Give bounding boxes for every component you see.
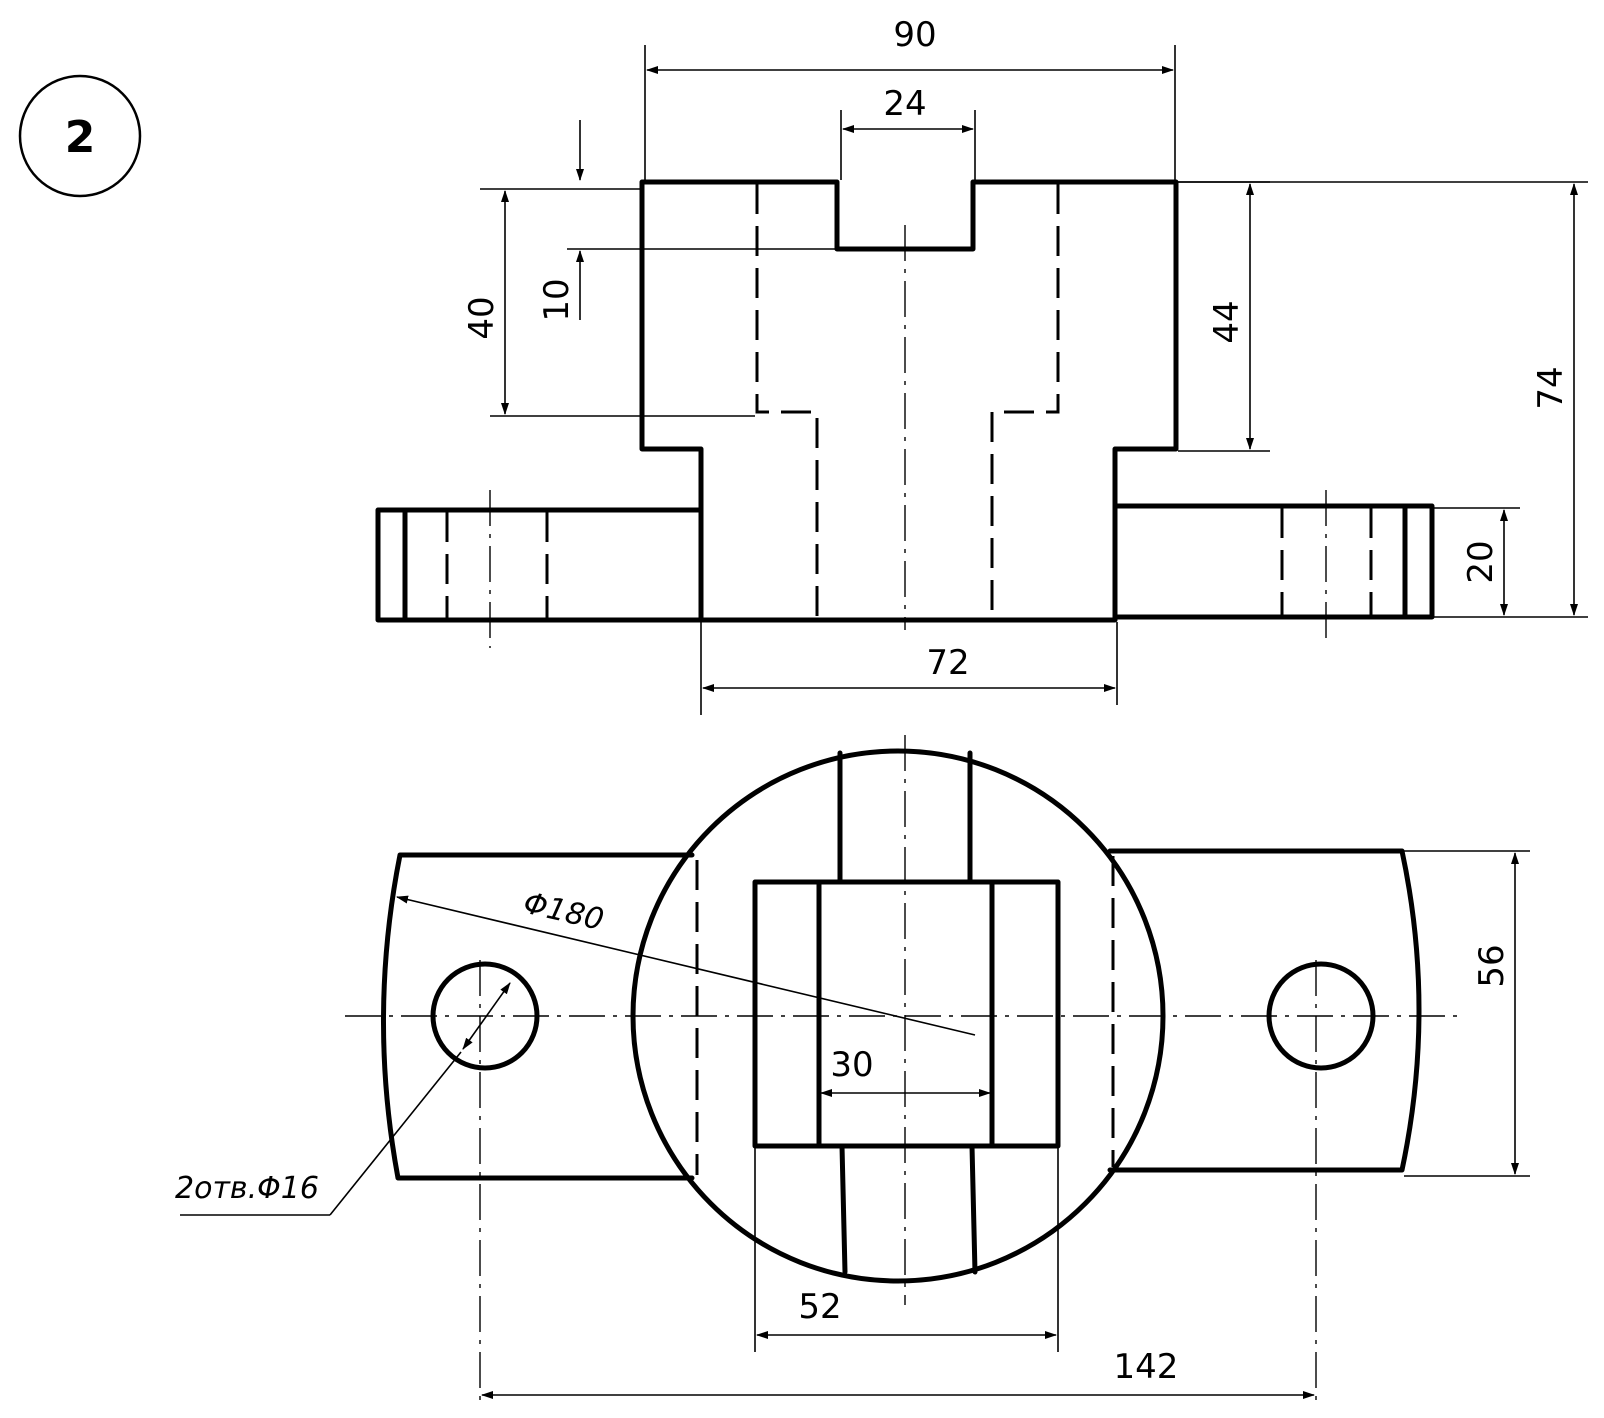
view-number-badge: 2 <box>18 74 142 198</box>
dim-hole-spacing: 142 <box>1114 1347 1179 1387</box>
front-view: 90 24 40 10 44 74 20 72 <box>375 15 1588 715</box>
center-square <box>752 879 1061 1149</box>
top-view: Φ180 2отв.Φ16 30 52 142 56 <box>175 735 1530 1405</box>
hole-callout: 2отв.Φ16 <box>175 1171 319 1206</box>
dim-slot-width: 24 <box>883 84 926 124</box>
rib-bottom-left <box>839 1143 848 1275</box>
dim-flange-height: 20 <box>1461 540 1501 583</box>
top-right-arm <box>1107 848 1422 1173</box>
hole-diameter-line <box>462 982 511 1050</box>
dim-overall-width: 90 <box>893 15 936 55</box>
hidden-bore-left <box>755 184 819 618</box>
badge-number: 2 <box>65 112 96 163</box>
dim-inner-width: 30 <box>830 1045 873 1085</box>
rib-bottom-right <box>969 1143 978 1275</box>
front-left-flange <box>375 507 704 623</box>
hidden-bore-right <box>990 184 1060 618</box>
front-right-flange <box>1112 503 1435 620</box>
dim-total-height: 74 <box>1531 366 1571 409</box>
dim-line-diameter <box>396 895 976 1036</box>
dim-upper-height: 40 <box>462 296 502 339</box>
top-left-arm <box>380 852 695 1181</box>
dim-right-height: 44 <box>1207 300 1247 343</box>
dim-flange-width: 56 <box>1472 944 1512 987</box>
hole-leader-diagonal <box>329 1051 462 1216</box>
dim-square-width: 52 <box>798 1287 841 1327</box>
front-outline <box>639 179 1179 623</box>
dim-base-width: 72 <box>926 643 969 683</box>
dim-slot-depth: 10 <box>537 278 577 321</box>
